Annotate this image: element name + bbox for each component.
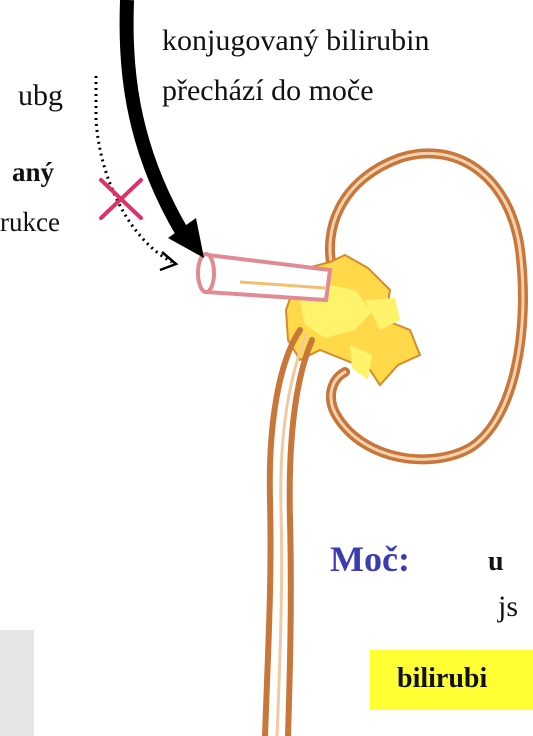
cross-mark xyxy=(101,180,141,218)
bilirubin-highlight-box: bilirubi xyxy=(370,650,533,710)
gray-panel-fragment xyxy=(0,630,34,736)
js-fragment: js xyxy=(498,590,518,624)
left-fragment: rukce xyxy=(0,207,60,238)
conjugated-bilirubin-label-line2: přechází do moče xyxy=(162,74,374,108)
ubg-label: ubg xyxy=(18,79,63,113)
left-bold-fragment: aný xyxy=(12,157,54,188)
ureter xyxy=(265,330,312,736)
renal-vein xyxy=(198,254,330,300)
conjugated-bilirubin-label-line1: konjugovaný bilirubin xyxy=(162,24,429,58)
urine-label: Moč: xyxy=(330,538,410,580)
bilirubin-fragment: bilirubi xyxy=(397,663,487,695)
urine-fragment: u xyxy=(488,546,504,578)
